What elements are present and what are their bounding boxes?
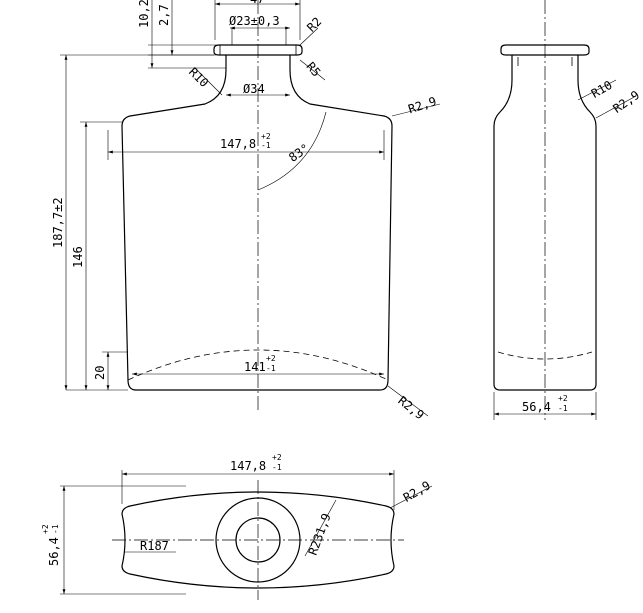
dim-neck-diameter-label: Ø34 [243,82,265,96]
dim-base-width-tol-lower: -1 [266,364,276,373]
dim-neck-radius-leader [194,67,223,96]
bottom-face-radius-leader [304,499,337,557]
dim-total-height-label: 187,7±2 [51,197,65,248]
side-lip-outline [500,44,590,56]
dim-neck-radius-label: R10 [186,65,211,90]
dim-neck-height-label: 10,2 [137,0,151,28]
dim-lip-radius-leader [299,27,319,46]
bottom-depth-label: 56,4 [47,537,61,566]
bottom-depth-tol-upper: +2 [41,524,50,534]
bottom-view: 147,8 +2 -1 R2,9 56,4 +2 -1 R187 R231,9 [41,453,433,600]
bottom-end-radius-label: R187 [140,539,169,553]
bottom-corner-radius-label: R2,9 [401,478,433,505]
dim-body-width-tol-upper: +2 [261,132,271,141]
dim-angle-arc [257,111,327,191]
dim-mouth-label: Ø23±0,3 [229,14,280,28]
side-depth-label: 56,4 [522,400,551,414]
side-neck-radius-leader [577,79,617,101]
dim-base-radius-label: R2,9 [395,393,426,422]
bottom-corner-radius-leader [389,485,433,509]
dim-lip-height-label: 2,7 [157,4,171,26]
front-base-hidden-arc [127,349,389,381]
front-bottle-outline [121,55,393,391]
dim-shoulder-radius-label: R2,9 [406,94,438,116]
dim-base-height-label: 20 [93,366,107,380]
bottom-width-label: 147,8 [230,459,266,473]
bottom-inner-circle [235,517,281,563]
side-view: R10 R2,9 56,4 +2 -1 [493,0,642,420]
dim-base-width-tol-upper: +2 [266,354,276,363]
bottom-width-tol-upper: +2 [272,453,282,462]
dim-neck-right-radius-leader [299,59,326,81]
bottom-depth-tol-lower: -1 [51,524,60,534]
bottom-width-tol-lower: -1 [272,463,282,472]
dim-lip-radius-label: R2 [304,14,324,34]
front-view: 47 Ø23±0,3 R2 10,2 2,7 R10 R5 Ø34 R2,9 [51,0,441,422]
side-base-hidden-arc [497,351,593,360]
side-depth-tol-lower: -1 [558,404,568,413]
bottom-outline [121,491,395,589]
dim-body-height-label: 146 [71,246,85,268]
bottom-face-radius-label: R231,9 [306,511,334,557]
side-bottle-outline [493,55,597,391]
side-shoulder-radius-leader [595,95,637,119]
side-depth-tol-upper: +2 [558,394,568,403]
bottom-outer-circle [215,497,301,583]
dim-base-width-label: 141 [244,360,266,374]
dim-shoulder-radius-leader [391,103,441,117]
front-lip-outline [213,44,303,56]
side-neck-radius-label: R10 [589,78,615,101]
side-shoulder-radius-label: R2,9 [610,88,642,116]
dim-body-width-label: 147,8 [220,137,256,151]
dim-base-radius-leader [387,385,429,417]
dim-body-width-tol-lower: -1 [261,141,271,150]
dim-angle-label: 83° [286,141,312,165]
dim-top-width-label: 47 [250,0,264,6]
